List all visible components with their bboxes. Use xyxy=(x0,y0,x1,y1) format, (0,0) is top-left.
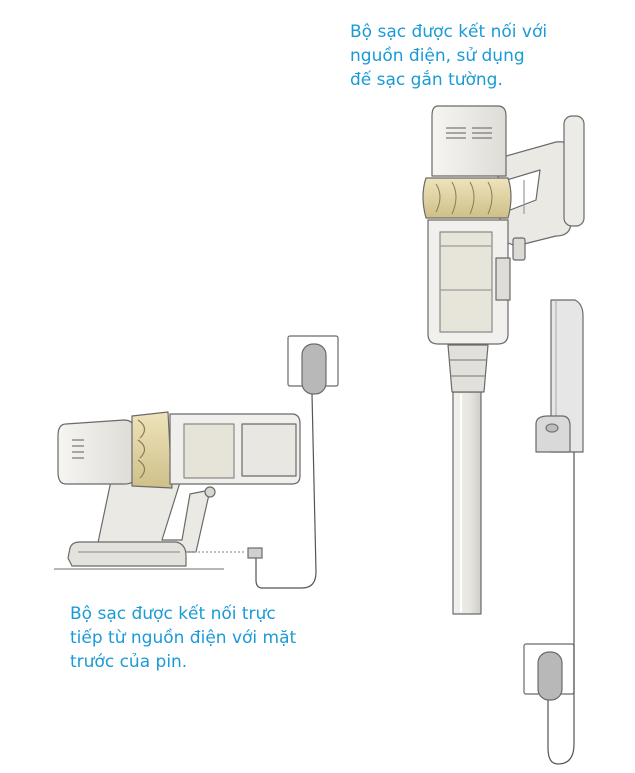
charger-plug-icon-left xyxy=(301,343,327,395)
wall-dock-caption-line-3: đế sạc gắn tường. xyxy=(350,70,503,90)
motor-head xyxy=(431,105,507,177)
direct-charge-caption-line-3: trước của pin. xyxy=(70,652,188,672)
dc-connector-icon xyxy=(247,547,263,559)
handheld-cyclone xyxy=(131,411,173,489)
upright-vacuum xyxy=(422,105,585,615)
wall-outlet-right xyxy=(523,452,575,765)
wall-outlet-left xyxy=(186,335,339,589)
cyclone-ring xyxy=(422,177,512,219)
direct-charge-caption-line-2: tiếp từ nguồn điện với mặt xyxy=(70,628,297,648)
wall-dock-caption-line-1: Bộ sạc được kết nối với xyxy=(350,22,548,42)
wall-dock-caption-line-2: nguồn điện, sử dụng xyxy=(350,46,525,66)
direct-charge-caption-line-1: Bộ sạc được kết nối trực xyxy=(70,604,276,624)
direct-charge-caption: Bộ sạc được kết nối trực tiếp từ nguồn đ… xyxy=(70,602,296,674)
charger-plug-icon xyxy=(537,651,563,701)
handheld-vacuum xyxy=(54,411,301,570)
wand-tube xyxy=(452,391,482,615)
handheld-motor xyxy=(57,419,135,485)
wall-dock-caption: Bộ sạc được kết nối với nguồn điện, sử d… xyxy=(350,20,547,92)
wall-dock-icon xyxy=(535,299,584,453)
